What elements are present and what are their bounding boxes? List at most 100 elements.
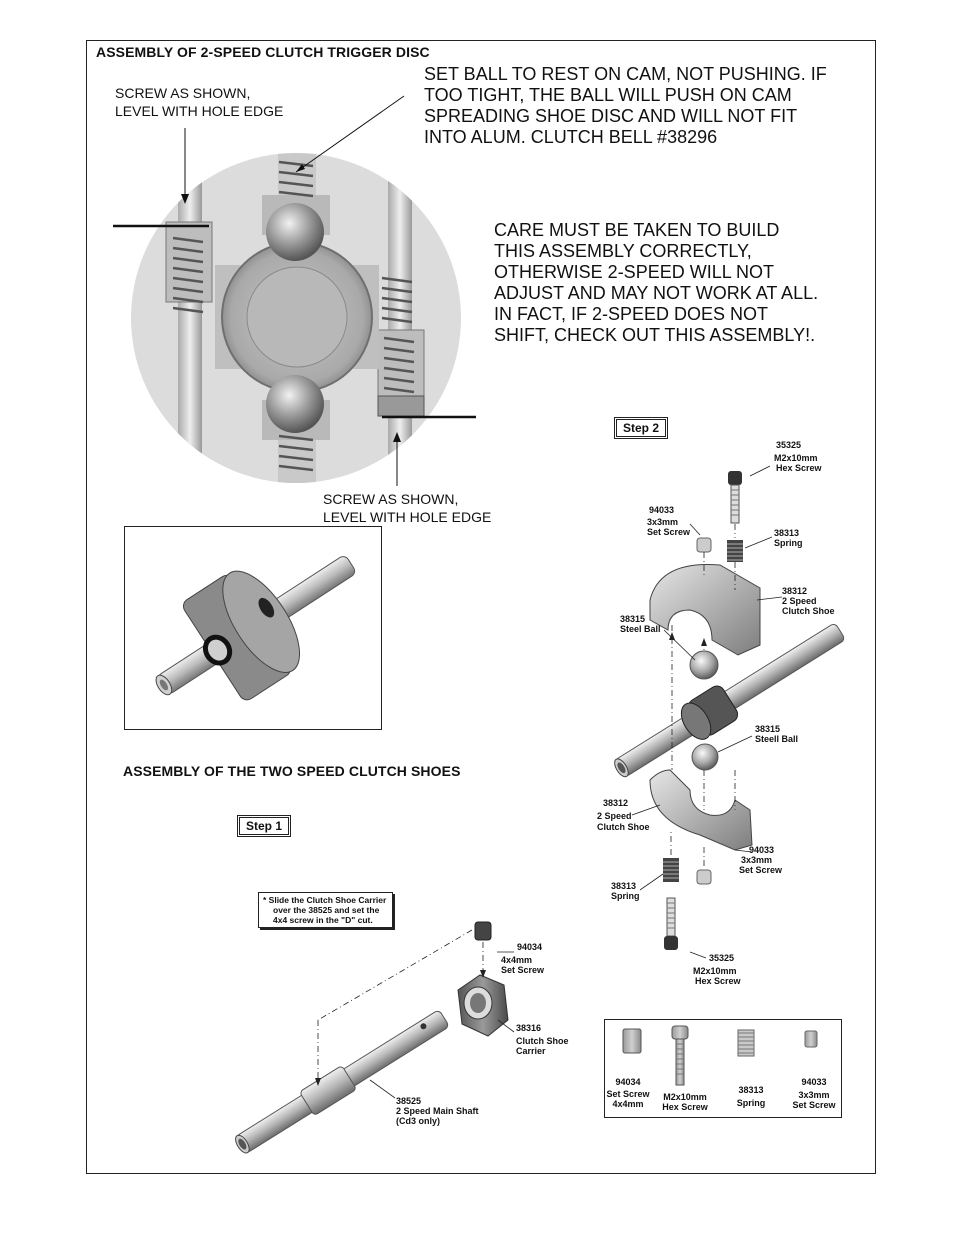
- screw-callout-bottom: SCREW AS SHOWN, LEVEL WITH HOLE EDGE: [323, 490, 491, 526]
- part-38315-left-label: 38315 Steel Ball: [620, 614, 661, 634]
- legend-94033-desc2: Set Screw: [792, 1100, 836, 1110]
- part-38315-right-label: 38315 Steell Ball: [755, 724, 798, 744]
- legend-parts-drawing: [622, 1025, 818, 1086]
- trigger-disc-title: ASSEMBLY OF 2-SPEED CLUTCH TRIGGER DISC: [96, 44, 430, 60]
- part-94033-top-label: 94033 3x3mm Set Screw: [647, 505, 690, 537]
- set-ball-line2: TOO TIGHT, THE BALL WILL PUSH ON CAM: [424, 85, 792, 105]
- legend-94034-desc2: 4x4mm: [612, 1099, 644, 1109]
- spring-icon: [737, 1029, 755, 1057]
- part-94033-top-desc: Set Screw: [647, 527, 691, 537]
- part-94033-bottom-size: 3x3mm: [741, 855, 773, 865]
- part-38312-bottom-name1: 2 Speed: [597, 811, 632, 821]
- parts-legend: 94034 Set Screw 4x4mm M2x10mm Hex Screw …: [604, 1019, 842, 1118]
- part-94034-size: 4x4mm: [501, 955, 533, 965]
- part-94033-bottom-num: 94033: [749, 845, 775, 855]
- part-94034-label: 94034 4x4mm Set Screw: [501, 942, 544, 975]
- set-ball-line3: SPREADING SHOE DISC AND WILL NOT FIT: [424, 106, 798, 126]
- part-38525-note: (Cd3 only): [396, 1116, 440, 1126]
- legend-94034-desc1: Set Screw: [606, 1089, 650, 1099]
- care-callout: CARE MUST BE TAKEN TO BUILD THIS ASSEMBL…: [494, 220, 818, 346]
- step2-text: Step 2: [616, 419, 667, 437]
- part-94033-top-size: 3x3mm: [647, 517, 679, 527]
- care-line6: SHIFT, CHECK OUT THIS ASSEMBLY!.: [494, 325, 816, 345]
- part-94033-bottom-desc: Set Screw: [739, 865, 783, 875]
- part-38312-top-name1: 2 Speed: [782, 596, 817, 606]
- part-38313-bottom-num: 38313: [611, 881, 637, 891]
- legend-94034-num: 94034: [615, 1077, 641, 1087]
- screw-callout-top: SCREW AS SHOWN, LEVEL WITH HOLE EDGE: [115, 84, 283, 120]
- part-38312-bottom-name2: Clutch Shoe: [597, 822, 650, 832]
- part-94033-bottom-label: 94033 3x3mm Set Screw: [739, 845, 782, 875]
- clutch-shoes-title: ASSEMBLY OF THE TWO SPEED CLUTCH SHOES: [123, 763, 461, 779]
- step2-label: Step 2: [614, 417, 669, 439]
- part-38525-name: 2 Speed Main Shaft: [396, 1106, 479, 1116]
- legend-38313-num: 38313: [738, 1085, 764, 1095]
- screw-callout-bottom-line1: SCREW AS SHOWN,: [323, 491, 459, 507]
- part-38315-right-num: 38315: [755, 724, 781, 734]
- legend-38313: 38313 Spring: [731, 1085, 771, 1108]
- screw-callout-bottom-line2: LEVEL WITH HOLE EDGE: [323, 509, 492, 525]
- part-38312-top-name2: Clutch Shoe: [782, 606, 835, 616]
- step1-label: Step 1: [237, 815, 292, 837]
- legend-hex-screw-num: M2x10mm: [663, 1092, 707, 1102]
- screw-callout-top-line2: LEVEL WITH HOLE EDGE: [115, 103, 284, 119]
- assembled-disc-image: [124, 526, 382, 730]
- legend-hex-screw-desc: Hex Screw: [662, 1102, 708, 1112]
- part-38316-name2: Carrier: [516, 1046, 546, 1056]
- care-line3: OTHERWISE 2-SPEED WILL NOT: [494, 262, 775, 282]
- care-line1: CARE MUST BE TAKEN TO BUILD: [494, 220, 780, 240]
- screw-callout-top-line1: SCREW AS SHOWN,: [115, 85, 251, 101]
- part-38316-name1: Clutch Shoe: [516, 1036, 569, 1046]
- care-line5: IN FACT, IF 2-SPEED DOES NOT: [494, 304, 769, 324]
- part-35325-bottom-num: 35325: [709, 953, 735, 963]
- legend-94033: 94033 3x3mm Set Screw: [789, 1077, 839, 1110]
- part-38315-right-desc: Steell Ball: [755, 734, 799, 744]
- part-35325-bottom-desc: Hex Screw: [695, 976, 741, 986]
- part-35325-bottom-size: M2x10mm: [693, 966, 737, 976]
- part-38315-left-num: 38315: [620, 614, 646, 624]
- step1-text: Step 1: [239, 817, 290, 835]
- part-38525-label: 38525 2 Speed Main Shaft (Cd3 only): [396, 1096, 479, 1126]
- part-35325-top-label: 35325 M2x10mm Hex Screw: [774, 440, 822, 473]
- part-38525-num: 38525: [396, 1096, 422, 1106]
- note-line2: over the 38525 and set the: [273, 905, 380, 915]
- part-38313-bottom-label: 38313 Spring: [611, 881, 640, 901]
- part-38313-top-num: 38313: [774, 528, 800, 538]
- legend-94034-desc: Set Screw 4x4mm: [603, 1089, 653, 1109]
- part-94033-top-num: 94033: [649, 505, 675, 515]
- part-94034-desc: Set Screw: [501, 965, 545, 975]
- part-35325-top-size: M2x10mm: [774, 453, 818, 463]
- part-35325-bottom-label: 35325 M2x10mm Hex Screw: [693, 953, 741, 986]
- part-38312-bottom-num: 38312: [603, 798, 629, 808]
- set-ball-callout: SET BALL TO REST ON CAM, NOT PUSHING. IF…: [424, 64, 827, 148]
- care-line4: ADJUST AND MAY NOT WORK AT ALL.: [494, 283, 819, 303]
- assembled-disc-drawing: [155, 556, 356, 701]
- care-line2: THIS ASSEMBLY CORRECTLY,: [494, 241, 752, 261]
- part-38312-bottom-label: 38312 2 Speed Clutch Shoe: [597, 798, 650, 832]
- part-38315-left-desc: Steel Ball: [620, 624, 661, 634]
- page-frame: [86, 40, 876, 1174]
- part-38316-num: 38316: [516, 1023, 542, 1033]
- part-38313-bottom-desc: Spring: [611, 891, 640, 901]
- legend-hex-screw: M2x10mm Hex Screw: [657, 1092, 713, 1112]
- part-38313-top-desc: Spring: [774, 538, 803, 548]
- part-38316-label: 38316 Clutch Shoe Carrier: [516, 1023, 569, 1056]
- part-94034-num: 94034: [517, 942, 543, 952]
- set-screw-4x4-icon: [622, 1028, 642, 1054]
- part-38312-top-label: 38312 2 Speed Clutch Shoe: [782, 586, 835, 616]
- legend-94034: 94034: [613, 1077, 643, 1087]
- set-screw-3x3-icon: [804, 1030, 818, 1048]
- part-35325-top-num: 35325: [776, 440, 802, 450]
- legend-94033-desc1: 3x3mm: [798, 1090, 830, 1100]
- part-38313-top-label: 38313 Spring: [774, 528, 803, 548]
- set-ball-line1: SET BALL TO REST ON CAM, NOT PUSHING. IF: [424, 64, 827, 84]
- note-line1: * Slide the Clutch Shoe Carrier: [263, 895, 387, 905]
- set-ball-line4: INTO ALUM. CLUTCH BELL #38296: [424, 127, 718, 147]
- note-line3: 4x4 screw in the "D" cut.: [273, 915, 373, 925]
- hex-screw-icon: [671, 1025, 689, 1086]
- part-38312-top-num: 38312: [782, 586, 808, 596]
- part-35325-top-desc: Hex Screw: [776, 463, 822, 473]
